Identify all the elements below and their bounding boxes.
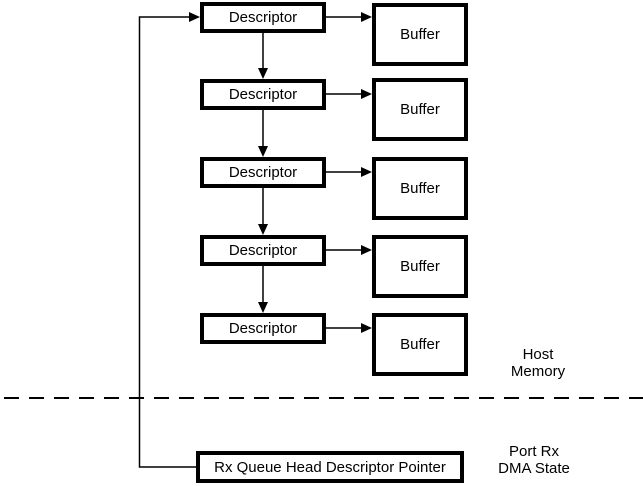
host-memory-label-line1: Host (522, 346, 554, 363)
head-pointer-feedback-line (138, 16, 196, 468)
arrowhead-icon (361, 89, 372, 99)
buffer-label: Buffer (400, 26, 440, 43)
arrowhead-icon (361, 167, 372, 177)
buffer-label: Buffer (400, 101, 440, 118)
host-memory-label-line2: Memory (510, 363, 566, 380)
pointer-box-label: Rx Queue Head Descriptor Pointer (214, 458, 446, 476)
arrowhead-icon (361, 323, 372, 333)
buffer-label: Buffer (400, 258, 440, 275)
descriptor-label: Descriptor (228, 86, 298, 103)
arrowhead-icon (361, 245, 372, 255)
descriptor-label: Descriptor (228, 9, 298, 26)
buffer-box-2: Buffer (372, 78, 468, 141)
arrowhead-icon (258, 146, 268, 157)
port-rx-dma-state-label: Port Rx DMA State (479, 443, 589, 477)
arrowhead-icon (361, 12, 372, 22)
descriptor-box-3: Descriptor (200, 157, 326, 188)
arrowhead-icon (189, 12, 200, 22)
rx-queue-head-descriptor-pointer-box: Rx Queue Head Descriptor Pointer (196, 451, 464, 483)
buffer-box-4: Buffer (372, 235, 468, 298)
arrowhead-icon (258, 302, 268, 313)
descriptor-box-1: Descriptor (200, 2, 326, 33)
descriptor-box-5: Descriptor (200, 313, 326, 344)
descriptor-label: Descriptor (228, 320, 298, 337)
port-rx-label-line2: DMA State (498, 460, 570, 477)
buffer-box-3: Buffer (372, 157, 468, 220)
descriptor-box-4: Descriptor (200, 235, 326, 266)
port-rx-label-line1: Port Rx (508, 443, 559, 460)
buffer-box-1: Buffer (372, 3, 468, 66)
descriptor-label: Descriptor (228, 242, 298, 259)
arrowhead-icon (258, 224, 268, 235)
buffer-label: Buffer (400, 180, 440, 197)
arrowhead-icon (258, 68, 268, 79)
buffer-box-5: Buffer (372, 313, 468, 376)
descriptor-label: Descriptor (228, 164, 298, 181)
descriptor-box-2: Descriptor (200, 79, 326, 110)
buffer-label: Buffer (400, 336, 440, 353)
host-memory-label: Host Memory (483, 346, 593, 380)
